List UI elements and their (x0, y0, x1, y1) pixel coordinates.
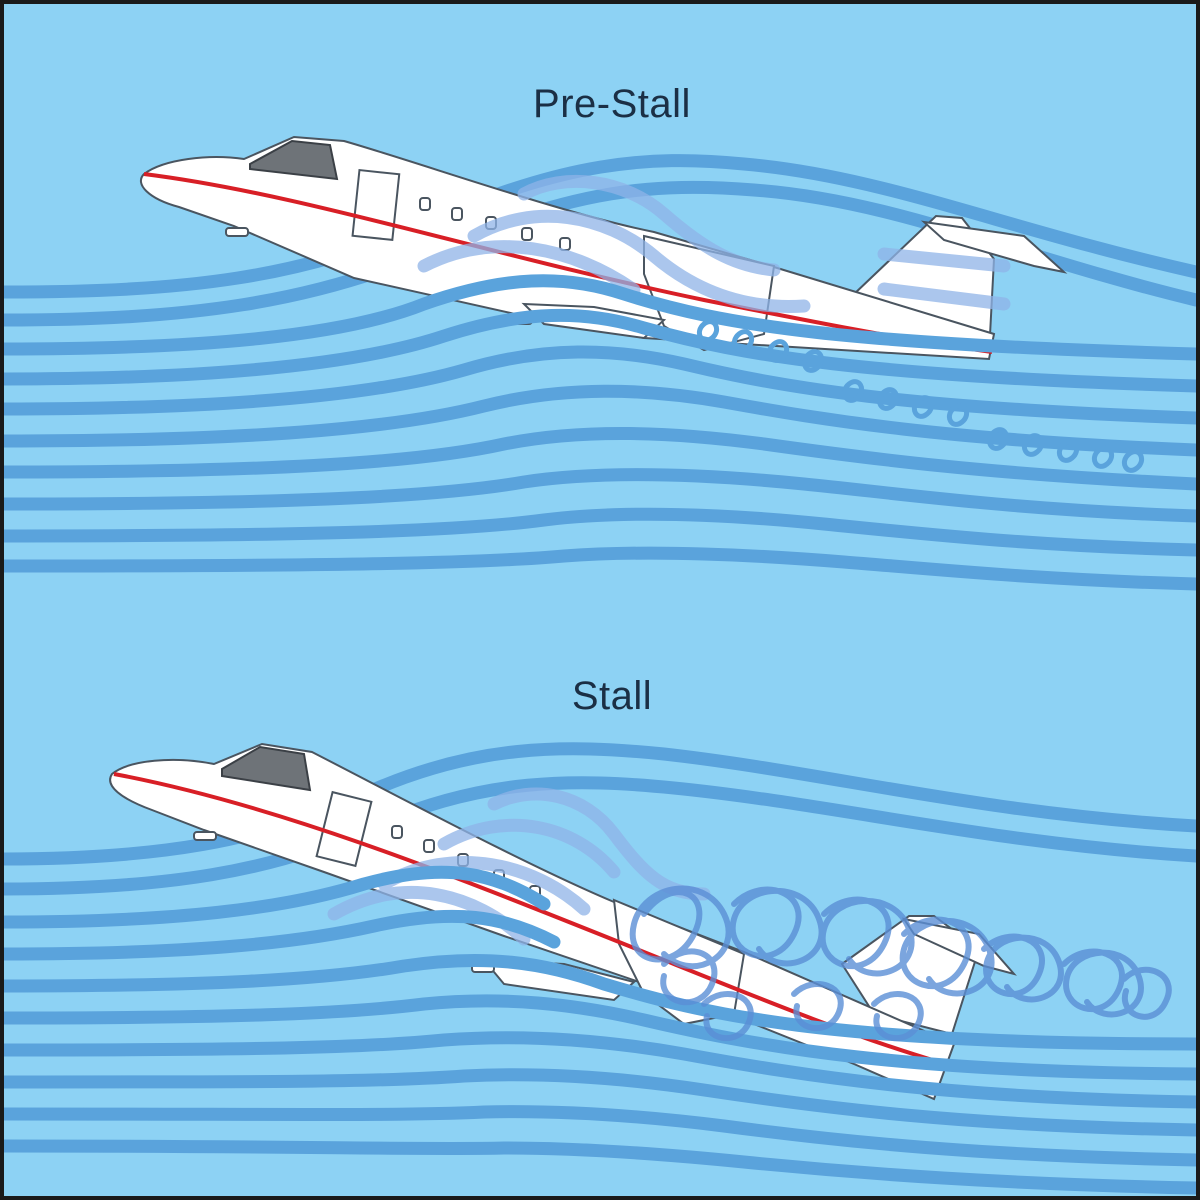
stall-panel (4, 742, 1196, 1195)
pre-stall-panel (4, 135, 1196, 591)
diagram-frame: Pre-Stall Stall (4, 4, 1196, 1196)
stall-streamlines (4, 865, 1196, 1195)
pre-stall-streamlines-over (417, 174, 1011, 313)
horizontal-stabilizer (920, 220, 1068, 274)
cockpit-canopy (221, 745, 312, 792)
stall-turbulent-wake (629, 885, 1172, 1042)
stall-diagram (4, 4, 1196, 1196)
stall-title: Stall (571, 674, 653, 718)
cabin-door (351, 168, 401, 242)
cockpit-canopy (249, 139, 339, 181)
stall-streamlines-back (4, 742, 1196, 896)
pre-stall-title: Pre-Stall (533, 82, 691, 126)
fuselage (109, 742, 956, 1101)
pre-stall-wake (697, 319, 1144, 473)
cabin-door (315, 790, 373, 868)
